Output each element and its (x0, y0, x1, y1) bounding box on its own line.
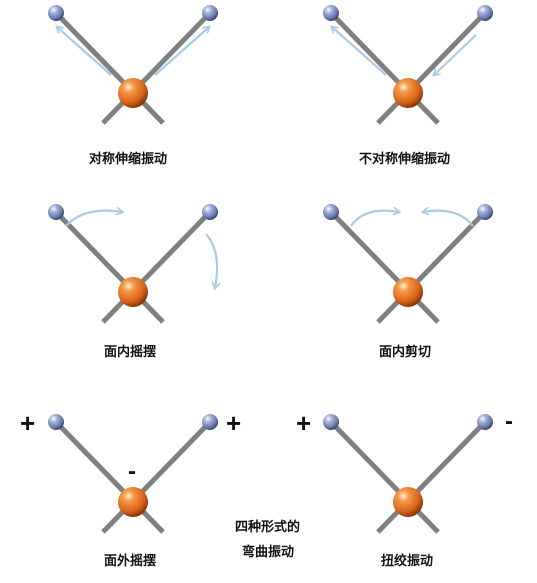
bond-left (329, 11, 440, 125)
mode-label-in-plane-rocking: 面内摇摆 (104, 345, 157, 360)
sign-twisting-right: - (505, 408, 513, 435)
arrow-right-in (434, 34, 477, 75)
center-atom (118, 78, 148, 108)
outer-atom-left (323, 204, 339, 220)
sign-twisting-left: + (296, 408, 312, 438)
outer-atom-left (48, 414, 64, 430)
mode-label-asymmetric-stretch: 不对称伸缩振动 (359, 152, 451, 167)
bond-right (376, 420, 487, 534)
arrow-left-out (57, 27, 112, 76)
outer-atom-left (323, 5, 339, 21)
outer-atom-left (48, 5, 64, 21)
mode-label-twisting: 扭绞振动 (381, 554, 434, 569)
bond-left (329, 210, 440, 324)
outer-atom-right (477, 5, 493, 21)
bending-note-line2: 弯曲振动 (242, 545, 295, 560)
bond-right (101, 210, 212, 324)
arrow-right-out (154, 27, 209, 76)
bond-right (101, 420, 212, 534)
outer-atom-right (202, 5, 218, 21)
outer-atom-right (477, 204, 493, 220)
outer-atom-right (202, 204, 218, 220)
outer-atom-right (202, 414, 218, 430)
bond-left (54, 420, 165, 534)
center-atom (393, 487, 423, 517)
mode-label-in-plane-scissoring: 面内剪切 (379, 345, 432, 360)
outer-atom-left (323, 414, 339, 430)
bond-right (376, 11, 487, 125)
bond-left (54, 11, 165, 125)
arrow-scissor-right (423, 211, 474, 227)
bond-left (54, 210, 165, 324)
mode-label-symmetric-stretch: 对称伸缩振动 (89, 152, 168, 167)
center-atom (118, 487, 148, 517)
center-atom (393, 277, 423, 307)
sign-wagging-left: + (20, 408, 36, 438)
center-atom (393, 78, 423, 108)
bond-left (329, 420, 440, 534)
outer-atom-left (48, 204, 64, 220)
arrow-scissor-left (350, 211, 399, 227)
mode-label-out-of-plane-wagging: 面外摇摆 (104, 554, 157, 569)
arrow-rocking-right (205, 233, 217, 288)
arrow-left-out (332, 27, 387, 76)
outer-atom-right (477, 414, 493, 430)
sign-wagging-right: + (226, 408, 242, 438)
arrow-rocking-left (65, 211, 122, 227)
center-atom (118, 277, 148, 307)
bond-right (101, 11, 212, 125)
bending-note-line1: 四种形式的 (235, 520, 301, 535)
bond-right (376, 210, 487, 324)
sign-wagging-center: - (128, 458, 136, 485)
